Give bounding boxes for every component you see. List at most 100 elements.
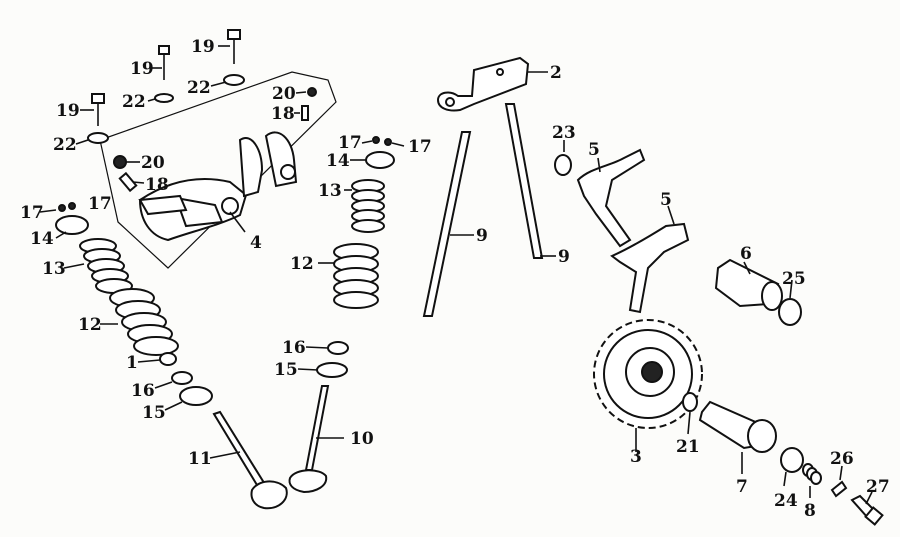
leader xyxy=(164,401,183,411)
spring-seat xyxy=(171,371,193,385)
callout-17: 17 xyxy=(338,133,362,153)
bolt-head xyxy=(227,29,241,40)
callout-8: 8 xyxy=(804,501,816,521)
leader-27 xyxy=(865,491,873,505)
leader xyxy=(137,359,161,363)
shaft-6-end xyxy=(761,281,783,311)
callout-4: 4 xyxy=(250,233,262,253)
assembly-frame xyxy=(99,71,337,269)
leader xyxy=(63,263,85,269)
leader-5 xyxy=(667,205,675,225)
bracket-hole xyxy=(496,68,504,76)
bolt-head xyxy=(91,93,105,104)
callout-5: 5 xyxy=(588,140,600,160)
callout-15: 15 xyxy=(142,403,166,423)
leader xyxy=(75,139,89,145)
callout-3: 3 xyxy=(630,447,642,467)
callout-13: 13 xyxy=(318,181,342,201)
bolt-head xyxy=(158,45,170,55)
valve-keeper xyxy=(384,138,392,146)
pushrod-right xyxy=(504,103,544,259)
pushrod-left xyxy=(422,131,472,317)
inner-spring-center xyxy=(351,179,385,233)
washer xyxy=(223,74,245,86)
callout-5: 5 xyxy=(660,190,672,210)
callout-9: 9 xyxy=(476,226,488,246)
washer xyxy=(154,93,174,103)
bracket-hole xyxy=(445,97,455,107)
callout-19: 19 xyxy=(191,37,215,57)
callout-12: 12 xyxy=(78,315,102,335)
pin xyxy=(301,105,309,121)
washer xyxy=(87,132,109,144)
callout-16: 16 xyxy=(131,381,155,401)
rocker-bracket-center xyxy=(174,196,224,228)
leader xyxy=(297,368,319,371)
callout-17: 17 xyxy=(408,137,432,157)
outer-spring-center xyxy=(333,243,379,309)
callout-17: 17 xyxy=(88,194,112,214)
callout-14: 14 xyxy=(326,151,350,171)
spring-retainer xyxy=(55,215,89,235)
leader-26 xyxy=(839,465,843,481)
inner-spring xyxy=(79,238,133,294)
leader xyxy=(209,451,241,459)
pin-26 xyxy=(830,480,848,498)
callout-23: 23 xyxy=(552,123,576,143)
shaft-7-end xyxy=(747,419,777,453)
leader xyxy=(210,81,227,87)
callout-21: 21 xyxy=(676,437,700,457)
callout-2: 2 xyxy=(550,63,562,83)
spring-8 xyxy=(802,463,822,485)
seal-25 xyxy=(778,298,802,326)
callout-24: 24 xyxy=(774,491,798,511)
callout-22: 22 xyxy=(187,78,211,98)
leader-5 xyxy=(597,157,601,173)
center-valve-stack xyxy=(288,136,395,494)
cam-follower-lower xyxy=(610,222,690,314)
valve-seal xyxy=(159,352,177,366)
spring-seat xyxy=(327,341,349,355)
leader-25 xyxy=(789,279,793,299)
cam-follower-upper xyxy=(576,148,646,248)
washer-21 xyxy=(682,392,698,412)
leader xyxy=(39,209,57,213)
washer-23 xyxy=(554,154,572,176)
pushrods-and-bracket xyxy=(422,56,556,317)
valve-head xyxy=(250,480,288,510)
leader-lines-center xyxy=(297,140,405,439)
bolt-27-head xyxy=(864,506,884,526)
callout-11: 11 xyxy=(188,449,212,469)
leader-21 xyxy=(687,411,691,435)
callout-14: 14 xyxy=(30,229,54,249)
leader xyxy=(147,98,156,102)
right-shafts xyxy=(682,258,884,526)
bracket xyxy=(436,56,530,112)
leader xyxy=(154,381,173,389)
leader-24 xyxy=(783,471,787,487)
valve-keeper xyxy=(372,136,380,144)
pin xyxy=(118,171,138,193)
callout-22: 22 xyxy=(53,135,77,155)
callout-25: 25 xyxy=(782,269,806,289)
leader xyxy=(295,91,307,94)
spring-washer xyxy=(316,362,348,378)
bolt-washer-set xyxy=(87,29,317,193)
gear-shaft xyxy=(641,361,663,383)
cam-gear xyxy=(593,319,703,452)
leader-lines-left xyxy=(39,209,241,459)
callout-1: 1 xyxy=(126,353,138,373)
callout-7: 7 xyxy=(736,477,748,497)
callout-20: 20 xyxy=(141,153,165,173)
leader xyxy=(132,181,145,184)
callout-9: 9 xyxy=(558,247,570,267)
leader xyxy=(361,140,373,144)
left-valve-stack xyxy=(55,202,288,510)
leader xyxy=(55,231,67,239)
rocker-arm-assembly xyxy=(99,71,337,269)
callout-6: 6 xyxy=(740,244,752,264)
callout-27: 27 xyxy=(866,477,890,497)
leader xyxy=(305,346,329,349)
